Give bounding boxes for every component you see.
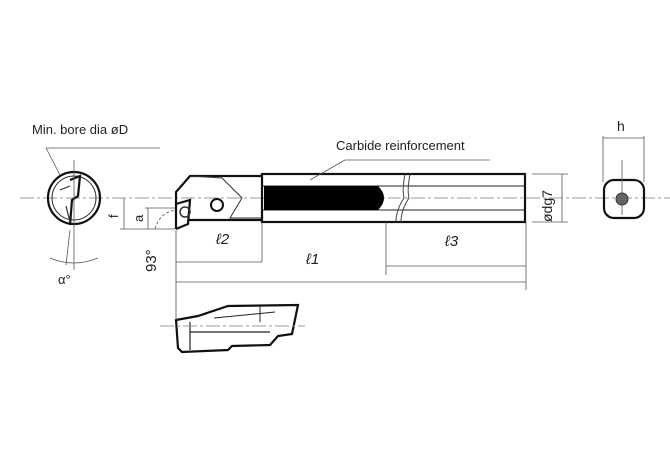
shank-end	[602, 178, 646, 220]
f-a-dimensions	[120, 198, 177, 230]
bar-head	[174, 174, 262, 229]
boring-bar-side-view	[174, 159, 527, 231]
odg7-label: ødg7	[539, 190, 555, 222]
min-bore-label: Min. bore dia øD	[32, 122, 128, 137]
f-label: f	[106, 214, 121, 218]
end-view-right	[602, 136, 646, 220]
angle-93-label: 93°	[143, 249, 160, 272]
leader-min-bore	[45, 147, 61, 176]
h-label: h	[617, 118, 625, 134]
length-dimensions	[175, 173, 568, 290]
insert-screw	[179, 206, 191, 218]
l1-label: ℓ1	[305, 251, 319, 268]
coolant-hole	[210, 198, 224, 212]
l2-label: ℓ2	[215, 231, 230, 248]
bar-shank	[260, 172, 527, 224]
l3-label: ℓ3	[444, 233, 459, 250]
carbide-insert-fill	[264, 186, 384, 210]
bar-top-view	[160, 290, 305, 354]
alpha-label: α°	[58, 272, 71, 287]
carbide-reinforcement-label: Carbide reinforcement	[336, 138, 465, 153]
a-label: a	[131, 214, 146, 222]
end-view-left	[45, 147, 160, 270]
